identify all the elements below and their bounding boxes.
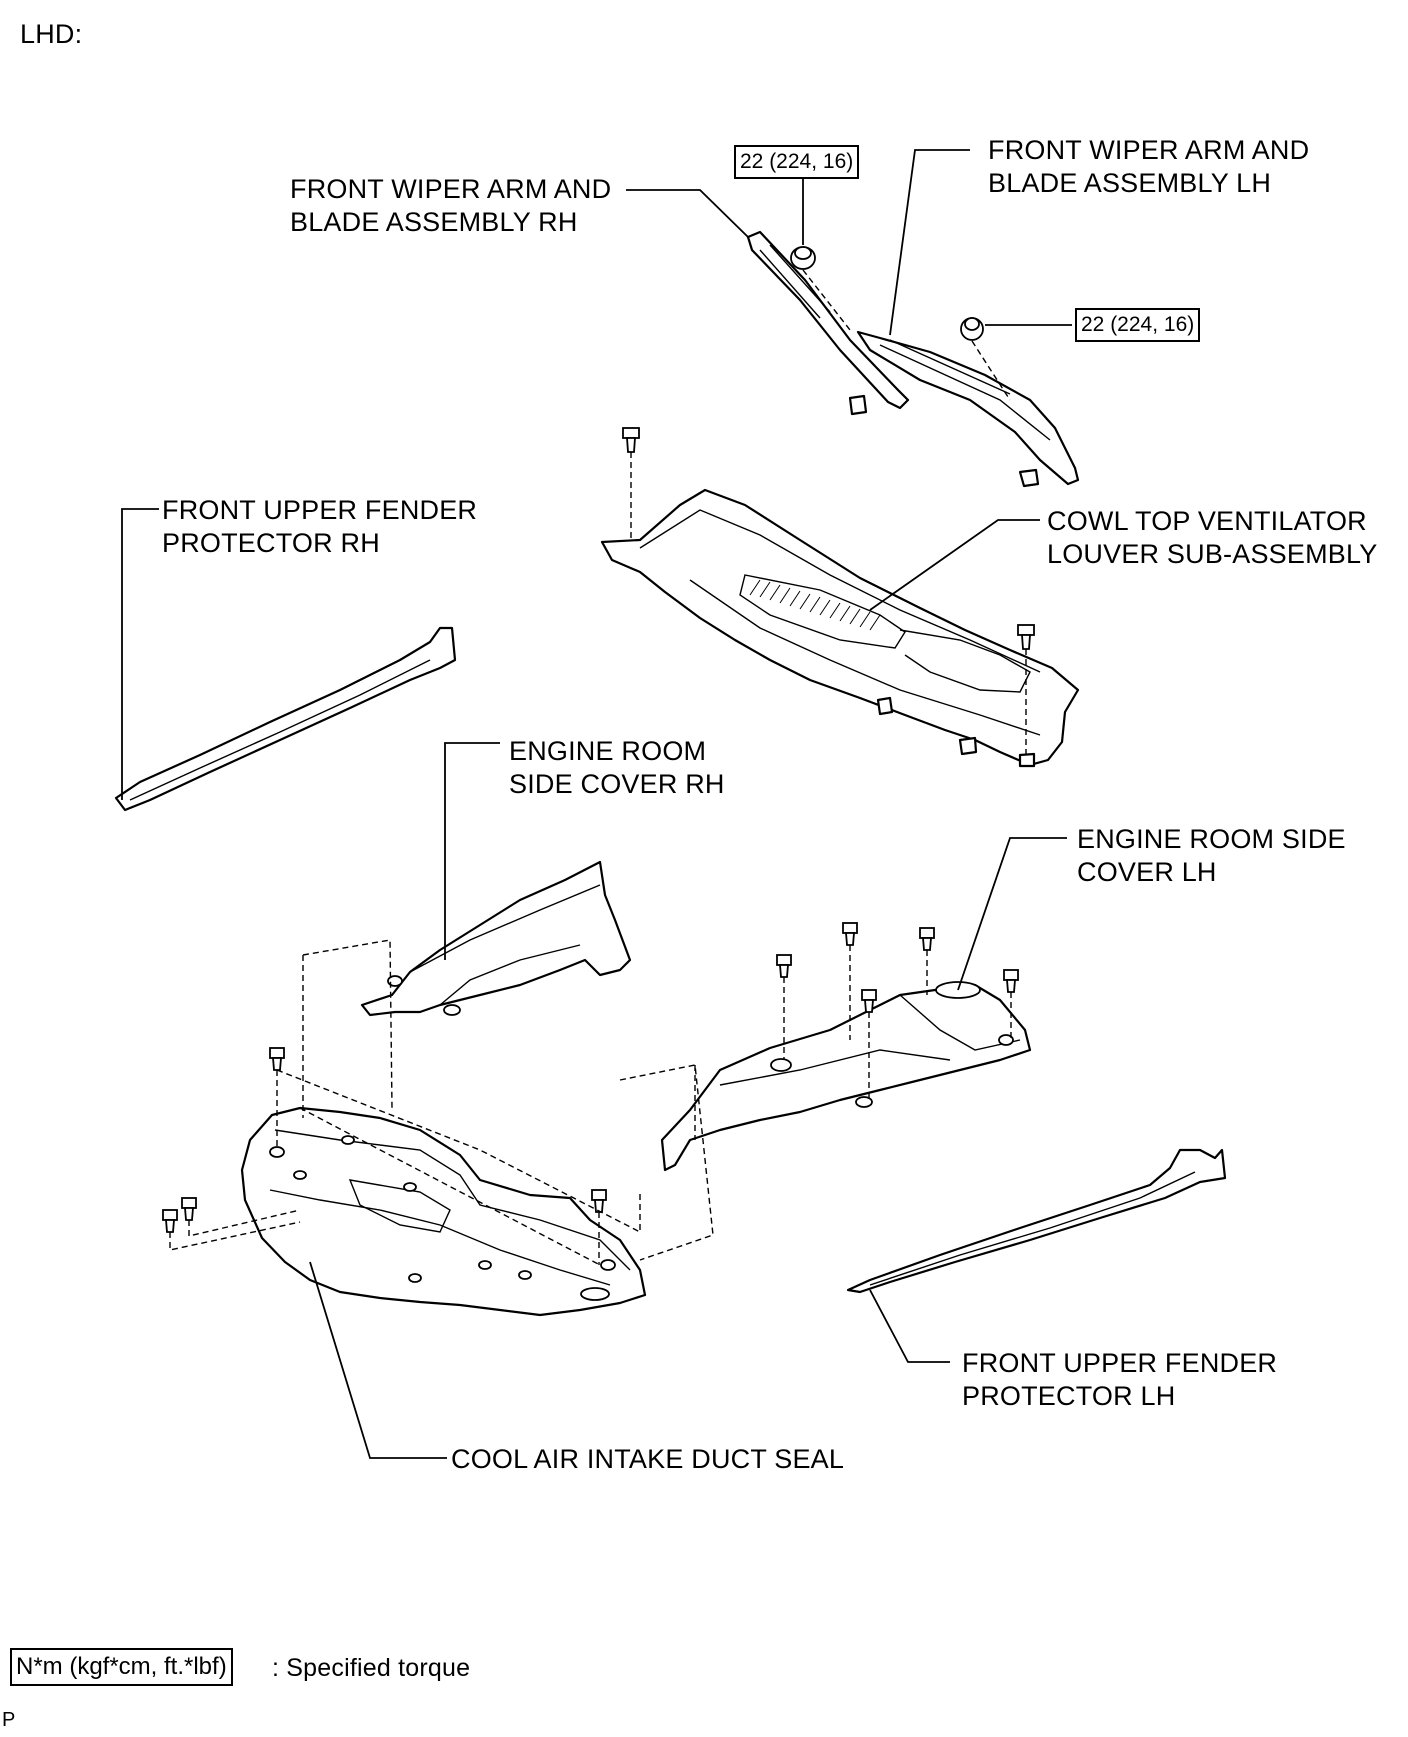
- louver-grille: [749, 579, 881, 631]
- installation-dash-lines: [169, 939, 1012, 1266]
- torque-spec-wiper-lh: 22 (224, 16): [1075, 308, 1201, 342]
- engine-room-cover-lh-drawing: [660, 981, 1032, 1172]
- label-engine-cover-rh: ENGINE ROOM SIDE COVER RH: [509, 736, 725, 799]
- torque-spec-wiper-rh: 22 (224, 16): [734, 145, 860, 179]
- label-cowl-louver: COWL TOP VENTILATOR LOUVER SUB-ASSEMBLY: [1047, 506, 1378, 569]
- cowl-clip-right: [1017, 624, 1035, 755]
- label-wiper-lh: FRONT WIPER ARM AND BLADE ASSEMBLY LH: [988, 135, 1310, 198]
- label-engine-cover-lh: ENGINE ROOM SIDE COVER LH: [1077, 824, 1346, 887]
- wiper-arm-lh-drawing: [856, 317, 1080, 486]
- cowl-clip-left: [622, 427, 640, 540]
- wiper-arm-rh-drawing: [746, 230, 910, 410]
- clips-group: [162, 922, 1019, 1233]
- figure-code: P: [2, 1709, 16, 1731]
- label-fender-rh: FRONT UPPER FENDER PROTECTOR RH: [162, 495, 478, 558]
- label-duct-seal: COOL AIR INTAKE DUCT SEAL: [451, 1444, 845, 1474]
- legend-description: : Specified torque: [272, 1654, 471, 1682]
- label-fender-lh: FRONT UPPER FENDER PROTECTOR LH: [962, 1348, 1278, 1411]
- fender-protector-rh-drawing: [114, 626, 457, 812]
- leader-lines: [121, 149, 1072, 1459]
- legend-torque-unit-box: N*m (kgf*cm, ft.*lbf): [10, 1648, 233, 1686]
- label-wiper-rh: FRONT WIPER ARM AND BLADE ASSEMBLY RH: [290, 174, 612, 237]
- engine-room-cover-rh-drawing: [360, 860, 632, 1017]
- cowl-top-louver-drawing: [600, 488, 1080, 768]
- fender-protector-lh-drawing: [846, 1148, 1227, 1294]
- duct-seal-drawing: [240, 1106, 647, 1317]
- page-title: LHD:: [20, 19, 83, 49]
